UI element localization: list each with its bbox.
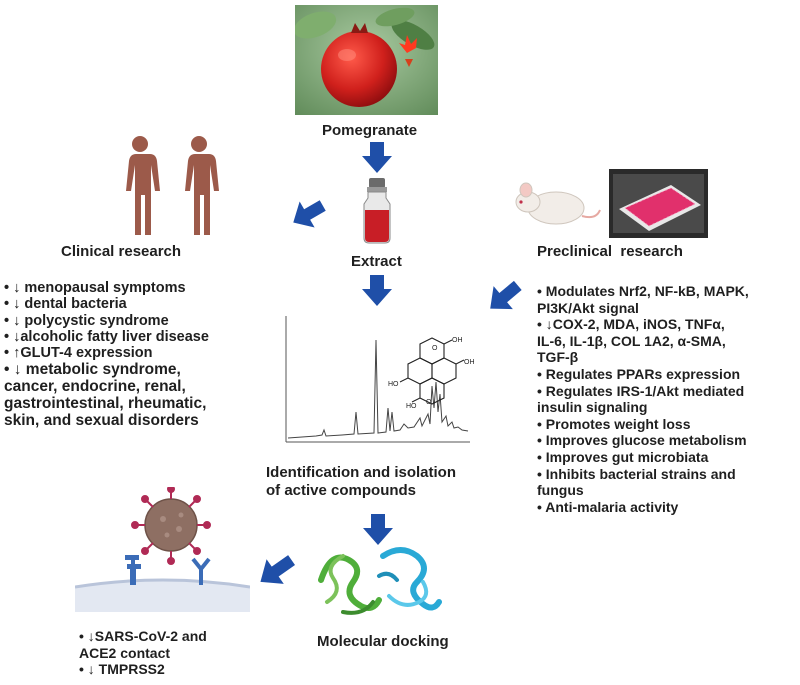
tmprss2-receptor-icon (191, 557, 211, 585)
molecule-oh-label-2: OH (464, 359, 474, 366)
clinical-item: • ↓ metabolic syndrome, (4, 361, 181, 379)
virus-membrane-illustration (74, 485, 251, 612)
arrow-to-molecular-effects-icon (260, 555, 296, 584)
preclinical-item: • Regulates PPARs expression (537, 365, 741, 382)
preclinical-item: • Regulates IRS-1/Akt mediated (537, 382, 745, 399)
molecule-ho-label-2: HO (406, 403, 417, 410)
clinical-item: gastrointestinal, rheumatic, (4, 395, 207, 413)
clinical-item: cancer, endocrine, renal, (4, 378, 186, 396)
preclinical-item: • Improves gut microbiata (537, 448, 709, 465)
cell-culture-plate-icon (609, 169, 708, 238)
molecule-o-label-1: O (432, 345, 438, 352)
human-figures-icon (113, 134, 228, 238)
clinical-findings-list: • ↓ menopausal symptoms • ↓ dental bacte… (4, 280, 209, 429)
arrow-down-to-compounds-icon (362, 275, 392, 306)
clinical-item: • ↓ dental bacteria (4, 296, 127, 313)
docking-findings-list: • ↓SARS-CoV-2 and ACE2 contact • ↓ TMPRS… (79, 628, 207, 678)
arrow-to-clinical-icon (293, 200, 326, 228)
preclinical-item: • Anti-malaria activity (537, 498, 679, 515)
preclinical-item: • Promotes weight loss (537, 415, 691, 432)
pomegranate-photo (293, 5, 438, 115)
preclinical-item: PI3K/Akt signal (537, 299, 639, 316)
preclinical-item: IL-6, IL-1β, COL 1A2, α-SMA, (537, 332, 726, 349)
arrow-down-to-docking-icon (363, 514, 393, 545)
identification-label: Identification and isolation of active c… (266, 464, 457, 499)
chromatogram-trace (287, 339, 469, 439)
molecule-ho-label-1: HO (388, 381, 399, 388)
protein-docking-illustration (313, 540, 443, 620)
preclinical-item: TGF-β (537, 349, 579, 366)
preclinical-item: • ↓COX-2, MDA, iNOS, TNFα, (537, 316, 725, 333)
preclinical-item: fungus (537, 482, 584, 499)
ellagic-acid-structure (399, 337, 465, 405)
clinical-item: • ↓ menopausal symptoms (4, 280, 186, 296)
clinical-item: • ↓ polycystic syndrome (4, 312, 169, 329)
docking-item: ACE2 contact (79, 644, 171, 661)
preclinical-item: insulin signaling (537, 399, 648, 416)
extract-label: Extract (351, 253, 402, 270)
ace2-receptor-icon (125, 555, 141, 585)
arrow-to-preclinical-icon (490, 280, 522, 310)
clinical-research-label: Clinical research (61, 243, 182, 260)
clinical-item: • ↑GLUT-4 expression (4, 345, 153, 362)
preclinical-item: • Modulates Nrf2, NF-kB, MAPK, (537, 283, 749, 299)
clinical-item: skin, and sexual disorders (4, 412, 199, 430)
docking-item: • ↓SARS-CoV-2 and (79, 628, 207, 644)
chromatogram-panel: OH OH HO HO O O (282, 312, 475, 450)
preclinical-item: • Inhibits bacterial strains and (537, 465, 736, 482)
preclinical-research-label: Preclinical research (537, 243, 683, 260)
mouse-icon (512, 178, 604, 230)
pomegranate-label: Pomegranate (322, 122, 418, 139)
preclinical-item: • Improves glucose metabolism (537, 432, 747, 449)
docking-item: • ↓ TMPRSS2 (79, 661, 165, 678)
arrow-down-to-extract-icon (362, 142, 392, 173)
molecular-docking-label: Molecular docking (317, 633, 449, 650)
molecule-oh-label-1: OH (452, 337, 463, 344)
molecule-o-label-2: O (426, 399, 432, 406)
extract-vial-icon (360, 178, 394, 244)
clinical-item: • ↓alcoholic fatty liver disease (4, 328, 209, 345)
preclinical-findings-list: • Modulates Nrf2, NF-kB, MAPK, PI3K/Akt … (537, 283, 749, 515)
